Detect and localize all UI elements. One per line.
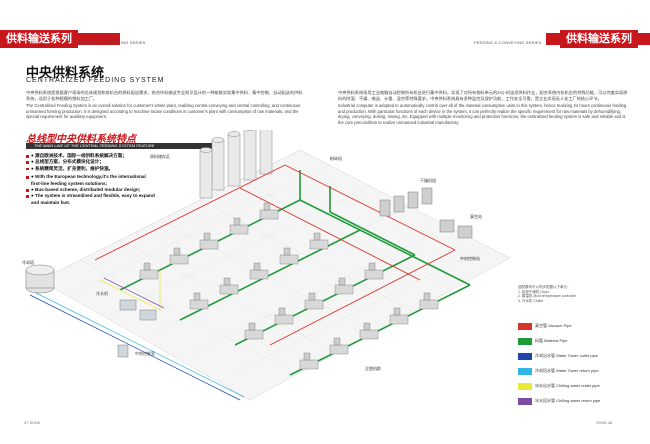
legend-label: 冷却回水管 Water Tower return pipe (535, 368, 599, 373)
legend-row: 冷却回水管 Water Tower return pipe (518, 367, 599, 375)
feature-item: ● With the European technology,it's the … (26, 174, 156, 187)
legend-swatch (518, 352, 532, 360)
legend-row: 冰水出水管 Chilling water outlet pipe (518, 382, 600, 390)
label-vacuum: 真空站 (470, 213, 482, 219)
legend-note: 选配模块可以同步配置以下单元： 1. 除湿干燥机 Dryer 2. 模温机 Mo… (518, 285, 628, 303)
label-machines: 注塑机群 (365, 365, 381, 371)
legend-row: 真空管 Vacuum Pipe (518, 322, 572, 330)
label-central: 中央控制站 (460, 255, 480, 261)
legend-label: 真空管 Vacuum Pipe (535, 323, 572, 328)
page-title: 中央供料系统 (26, 66, 105, 81)
silo-group (199, 130, 273, 199)
legend-note-line: 1. 除湿干燥机 Dryer (518, 289, 549, 294)
left-header-tag: 供料输送系列 (0, 30, 78, 48)
feature-item: ● Bus-based scheme, distributed modular … (26, 187, 156, 193)
legend-row: 冰水回水管 Chilling water return pipe (518, 397, 600, 405)
machine-rows (139, 202, 439, 370)
vacuum-pipes (94, 164, 456, 346)
label-dryer: 干燥机组 (420, 177, 436, 183)
intro-right-en: Industrial computer is adopted to automa… (338, 103, 627, 125)
legend-label: 冰水出水管 Chilling water outlet pipe (535, 383, 600, 388)
label-control: 中央控制室 (135, 350, 155, 356)
feature-subtitle-bar: THE MAIN LINE OF THE CENTRAL FEEDING SYS… (26, 143, 222, 149)
intro-left-en: The Centralized Feeding System is an ove… (26, 103, 301, 120)
feature-list: ● 源自欧洲技术，国际一线供料系统解决方案； ● 总线型方案，分布式模块化设计；… (26, 153, 156, 206)
chiller-units (117, 299, 157, 358)
factory-isometric-diagram: 原料储存区 干燥机组 真空站 中央控制站 注塑机群 冷却塔 中央控制室 粉碎机 … (22, 130, 511, 401)
feature-title: 总线型中央供料系统特点 (26, 134, 136, 145)
legend-note-line: 3. 冷水机 Chiller (518, 298, 544, 303)
left-header-sub: FEEDING & CONVEYING SERIES (78, 40, 146, 45)
right-header-tag: 供料输送系列 (560, 30, 638, 48)
label-cooling: 冷却塔 (22, 259, 34, 265)
legend-note-title: 选配模块可以同步配置以下单元： (518, 285, 571, 289)
feature-item: ● 系统精简灵活，扩充便利，维护快速。 (26, 166, 156, 172)
feature-item: ● 总线型方案，分布式模块化设计； (26, 159, 156, 165)
feature-item: ● 源自欧洲技术，国际一线供料系统解决方案； (26, 153, 156, 159)
page-number-left: 47 SHINI (24, 420, 41, 425)
right-header-sub: FEEDING & CONVEYING SERIES (474, 40, 542, 45)
cooling-tower (25, 264, 55, 294)
legend-swatch (518, 322, 532, 330)
page-title-en: CENTRALIZED FEEDING SYSTEM (26, 77, 165, 84)
legend-swatch (518, 397, 532, 405)
legend-swatch (518, 337, 532, 345)
legend-note-line: 2. 模温机 Mold temperature controller (518, 294, 577, 299)
label-silo: 原料储存区 (150, 153, 170, 159)
legend-swatch (518, 382, 532, 390)
legend-label: 冰水回水管 Chilling water return pipe (535, 398, 601, 403)
legend-swatch (518, 367, 532, 375)
legend-label: 料管 Material Pipe (535, 338, 568, 343)
page-number-right: SHINI 48 (596, 420, 613, 425)
label-chiller: 冷水机 (96, 290, 108, 296)
legend-label: 冷却出水管 Water Tower outlet pipe (535, 353, 598, 358)
label-crusher: 粉碎机 (330, 155, 342, 161)
dryer-bank (379, 187, 473, 239)
feature-item: ● The system is streamlined and flexible… (26, 193, 156, 206)
floor-plate (39, 149, 511, 401)
legend-row: 冷却出水管 Water Tower outlet pipe (518, 352, 598, 360)
water-pipes (29, 270, 245, 401)
intro-left-cn: 中央供料系统是根据客户现场的总体规划和各机台的原料配送需求，结合作料输送专业知识… (26, 90, 303, 101)
intro-right-cn: 中央供料系统采用工业电脑自动控制所有机台进行集中供料，实现了对所有物料单元的24… (338, 90, 628, 101)
legend-row: 料管 Material Pipe (518, 337, 567, 345)
